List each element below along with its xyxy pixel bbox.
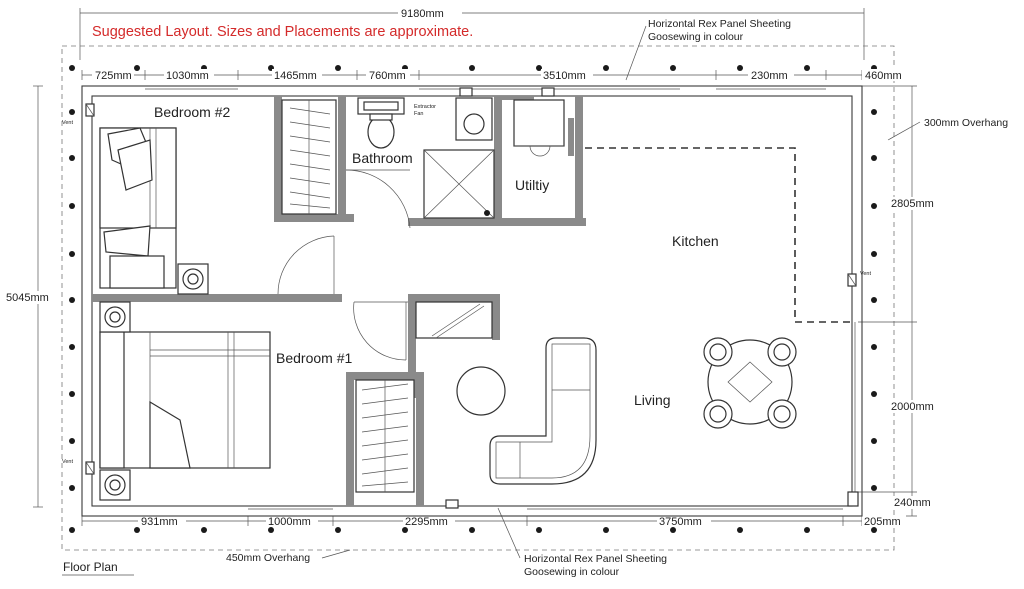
living-unit xyxy=(415,301,493,339)
overall-dimension-line xyxy=(79,6,865,60)
kitchen-wall-stub xyxy=(568,118,574,156)
right-dim-2: 2000mm xyxy=(891,401,934,413)
room-label-bathroom: Bathroom xyxy=(352,150,413,166)
top-dim-7: 460mm xyxy=(865,70,902,82)
top-dim-3: 1465mm xyxy=(274,70,317,82)
right-dimension-line xyxy=(858,85,942,517)
vent-label-3: Vent xyxy=(860,271,871,277)
front-overhang-leader xyxy=(321,549,351,559)
side-overhang-leader xyxy=(887,121,921,141)
front-overhang-label: 450mm Overhang xyxy=(226,552,310,564)
room-label-living: Living xyxy=(634,392,671,408)
bottom-dim-1: 931mm xyxy=(141,516,178,528)
kitchen-counter-outline xyxy=(585,147,852,323)
vents xyxy=(85,87,857,509)
top-dim-1: 725mm xyxy=(95,70,132,82)
right-dim-3: 240mm xyxy=(894,497,931,509)
vent-label-1: Vent xyxy=(62,120,73,126)
double-bed xyxy=(99,331,271,469)
top-cladding-line-1: Horizontal Rex Panel Sheeting xyxy=(648,18,791,30)
top-dim-2: 1030mm xyxy=(166,70,209,82)
left-dimension-line xyxy=(4,85,60,508)
overall-width-label: 9180mm xyxy=(401,8,444,20)
extractor-fan-label-2: Fan xyxy=(414,111,423,117)
perimeter-posts xyxy=(69,65,877,533)
top-dim-5: 3510mm xyxy=(543,70,586,82)
bedside-lamp-2 xyxy=(99,301,131,333)
left-height-label: 5045mm xyxy=(6,292,49,304)
bottom-dimension-line xyxy=(81,515,906,527)
floor-plan-label: Floor Plan xyxy=(63,560,118,574)
wardrobe-bedroom2 xyxy=(281,99,337,215)
room-label-bedroom1: Bedroom #1 xyxy=(276,350,352,366)
coffee-table xyxy=(456,366,506,416)
disclaimer-text: Suggested Layout. Sizes and Placements a… xyxy=(92,24,473,40)
room-label-kitchen: Kitchen xyxy=(672,233,719,249)
bottom-cladding-line-2: Goosewing in colour xyxy=(524,566,620,578)
top-dimension-line xyxy=(81,69,906,81)
bottom-dim-3: 2295mm xyxy=(405,516,448,528)
bedside-lamp-3 xyxy=(99,469,131,501)
l-shaped-sofa xyxy=(489,337,597,485)
utility-appliance xyxy=(513,99,565,157)
extractor-fan-label-1: Extractor xyxy=(414,104,436,110)
top-dim-4: 760mm xyxy=(369,70,406,82)
bottom-dim-2: 1000mm xyxy=(268,516,311,528)
single-bed xyxy=(99,127,177,289)
wardrobe-bedroom1 xyxy=(355,379,415,493)
vent-label-2: Vent xyxy=(62,459,73,465)
top-cladding-line-2: Goosewing in colour xyxy=(648,31,744,43)
side-overhang-label: 300mm Overhang xyxy=(924,117,1008,129)
bedside-lamp-1 xyxy=(177,263,209,295)
bathroom-fixtures xyxy=(357,97,495,219)
interior-walls xyxy=(92,96,586,506)
bottom-dim-5: 205mm xyxy=(864,516,901,528)
top-cladding-leader xyxy=(625,25,647,81)
top-dim-6: 230mm xyxy=(751,70,788,82)
right-dim-1: 2805mm xyxy=(891,198,934,210)
dining-set xyxy=(703,337,797,429)
door-swings xyxy=(277,169,411,361)
bottom-dim-4: 3750mm xyxy=(659,516,702,528)
overhang-outline xyxy=(61,45,895,551)
room-label-utility: Utiltiy xyxy=(515,177,549,193)
room-label-bedroom2: Bedroom #2 xyxy=(154,104,230,120)
bottom-cladding-line-1: Horizontal Rex Panel Sheeting xyxy=(524,553,667,565)
